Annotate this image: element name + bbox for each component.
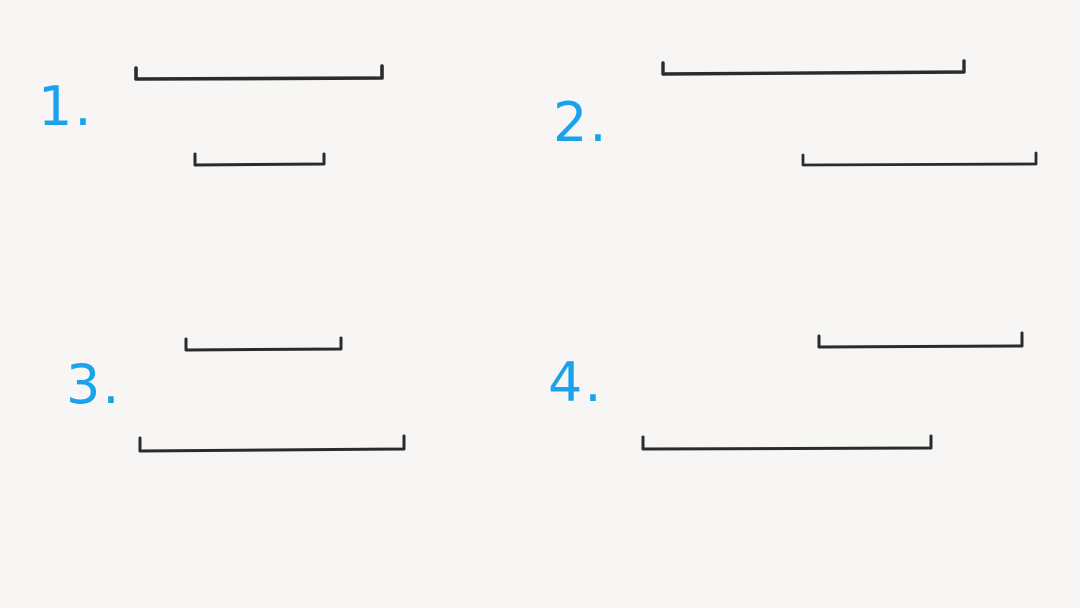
panel-4-bottom-segment [641, 434, 933, 451]
panel-1-number: 1. [38, 75, 94, 138]
panel-3-number: 3. [66, 353, 122, 416]
panel-2-bottom-segment [801, 151, 1038, 167]
panel-3-bottom-segment [138, 434, 406, 453]
panel-4-top-segment [817, 331, 1024, 349]
panel-1-bottom-segment [193, 152, 326, 167]
panel-1-top-segment [134, 64, 384, 81]
panel-3-top-segment [184, 336, 343, 352]
panel-2-top-segment [661, 59, 966, 76]
panel-2-number: 2. [553, 91, 609, 154]
panel-4-number: 4. [548, 351, 604, 414]
